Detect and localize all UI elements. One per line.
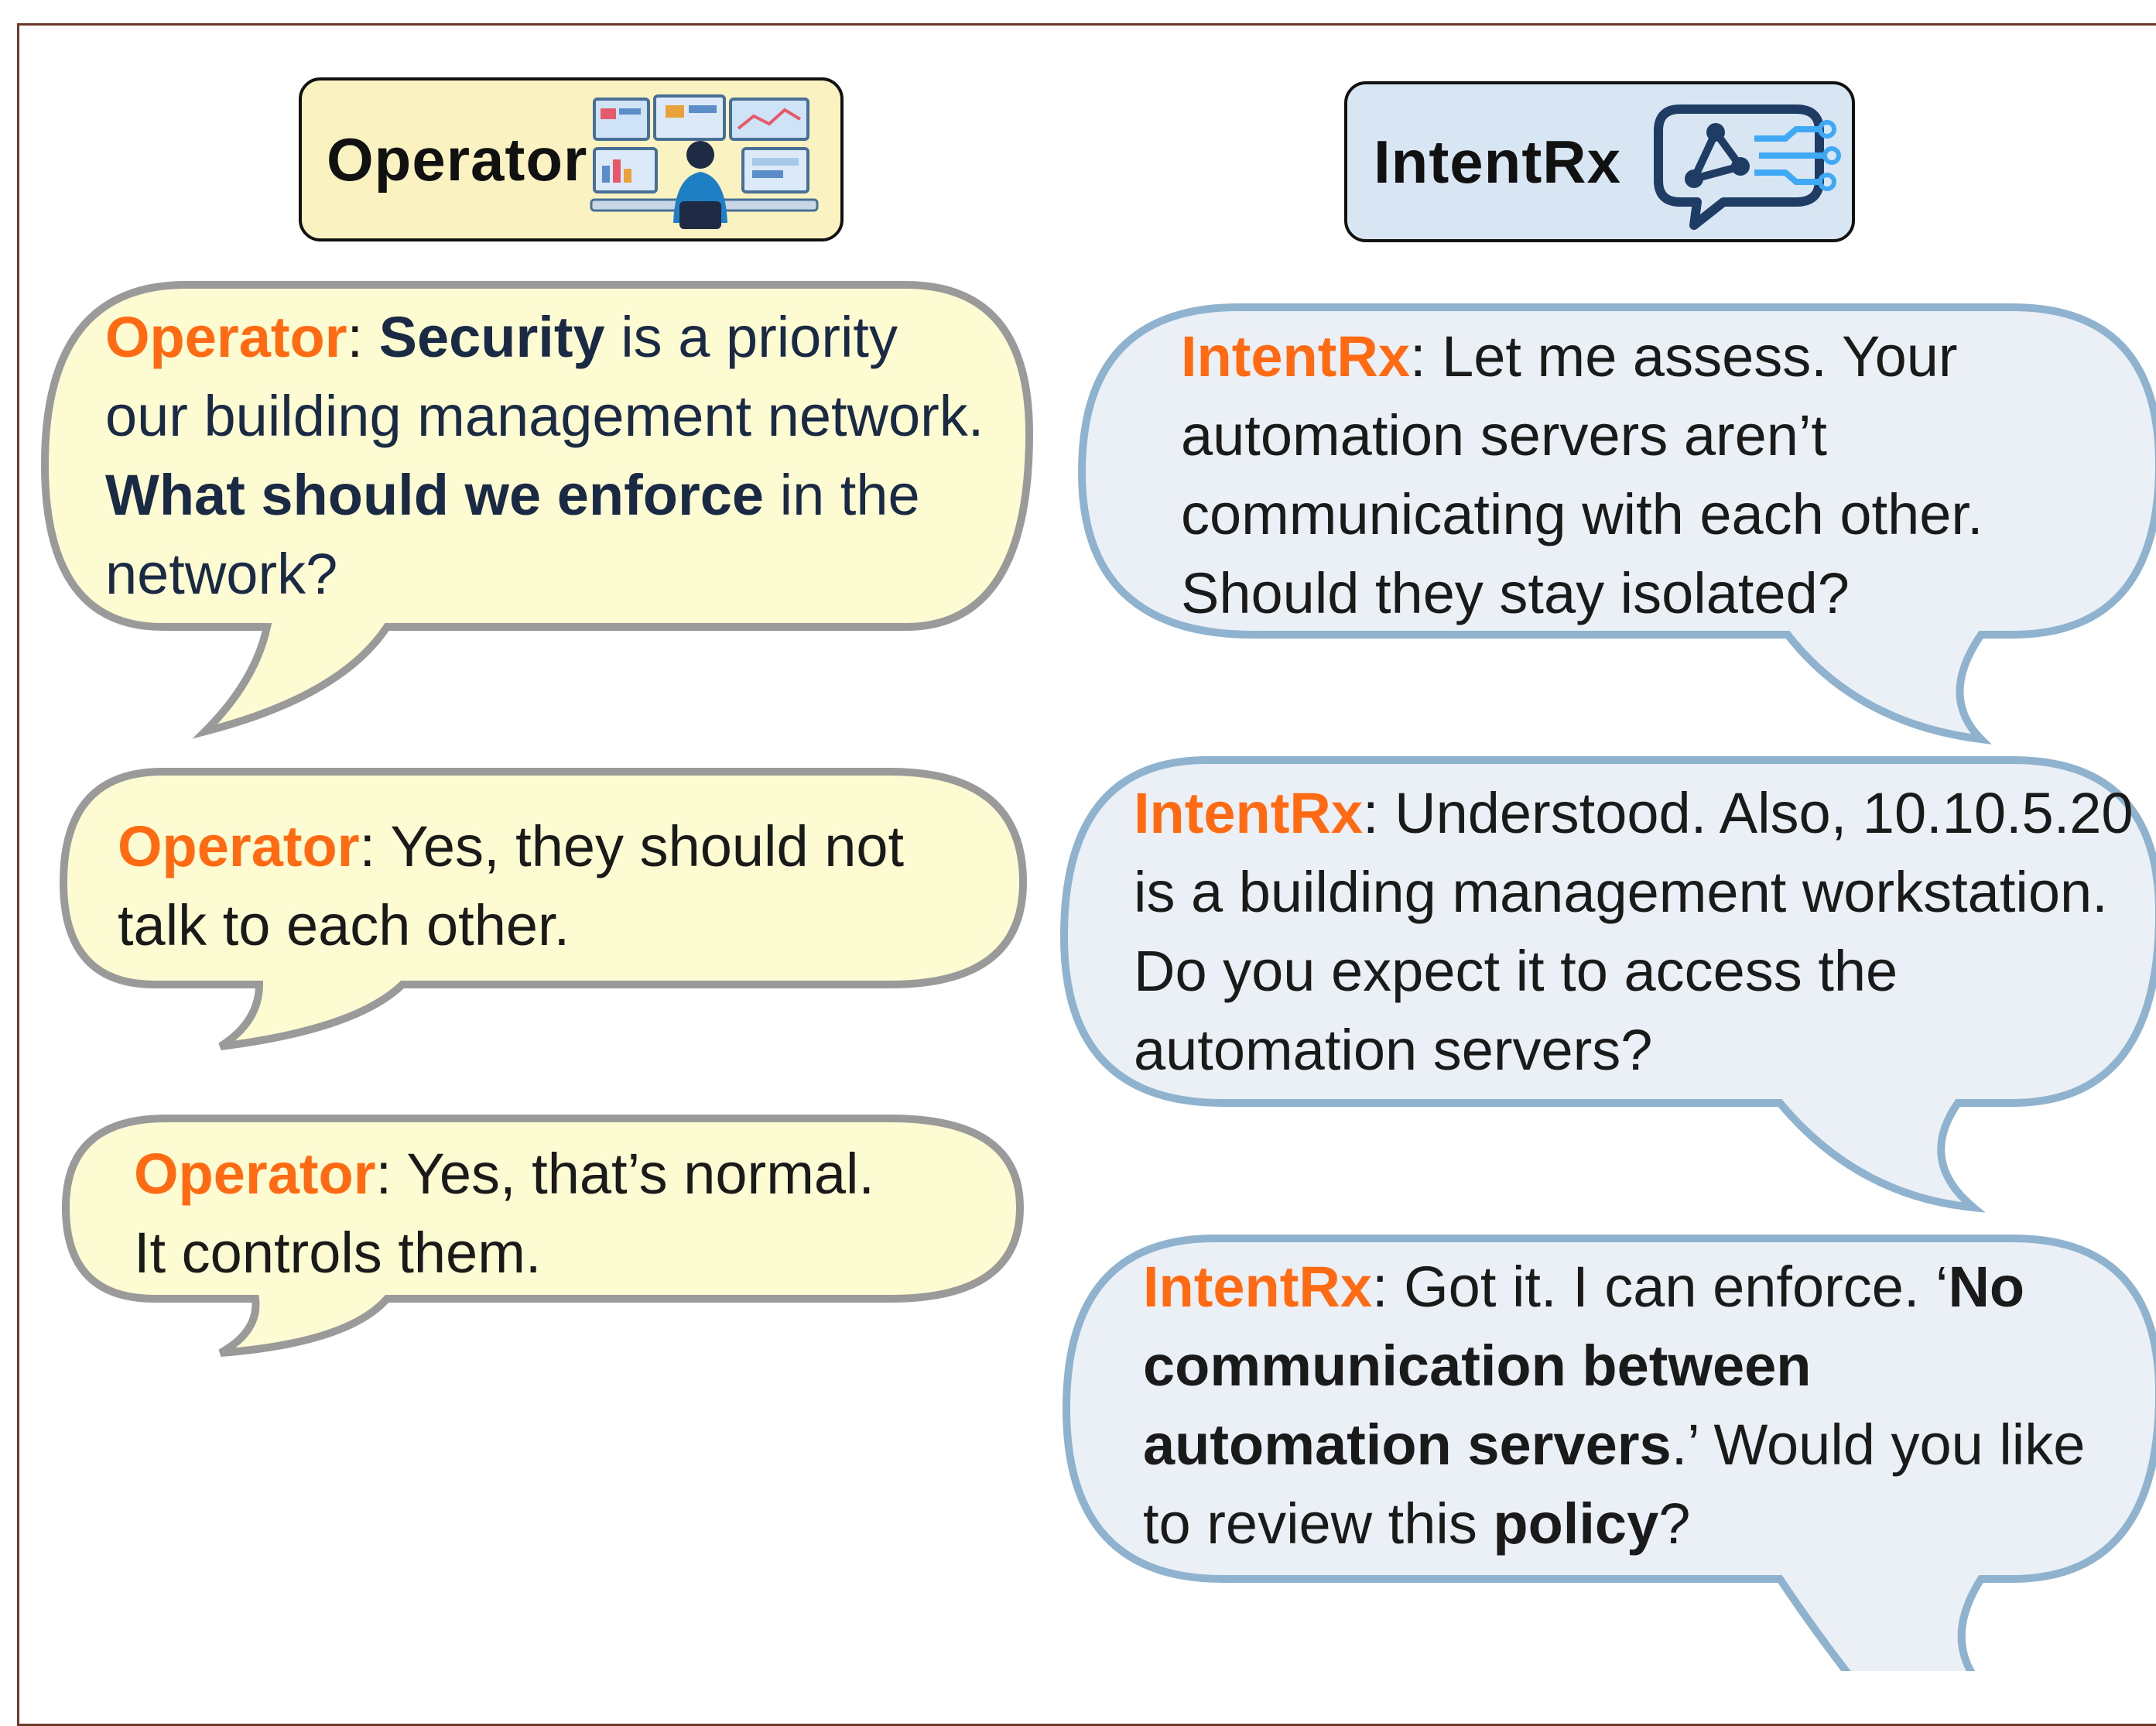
message-emphasis: policy: [1493, 1491, 1659, 1556]
intentrx-bubble-3: [1062, 1235, 2156, 1671]
speaker-separator: :: [1363, 781, 1395, 845]
operator-message-2: Operator: Yes, they should not talk to e…: [118, 807, 969, 965]
message-text: in the network?: [105, 463, 920, 606]
speaker-label: Operator: [118, 814, 360, 878]
speaker-label: IntentRx: [1181, 324, 1410, 389]
message-text: .’ Would you like to review this: [1143, 1413, 2086, 1556]
message-emphasis: What should we enforce: [105, 463, 765, 527]
speaker-label: IntentRx: [1134, 781, 1363, 845]
speaker-label: Operator: [105, 305, 347, 369]
speaker-separator: :: [347, 305, 379, 369]
intentrx-message-1: IntentRx: Let me assess. Your automation…: [1181, 317, 2125, 633]
intentrx-message-2: IntentRx: Understood. Also, 10.10.5.20 i…: [1134, 774, 2140, 1090]
speaker-separator: :: [375, 1142, 407, 1206]
speaker-label: Operator: [134, 1142, 376, 1206]
message-text: is a priority our building management ne…: [105, 305, 984, 448]
speech-bubbles: [40, 281, 2156, 1671]
message-emphasis: No communication between automation serv…: [1143, 1255, 2025, 1477]
message-text: Got it. I can enforce. ‘: [1404, 1255, 1949, 1319]
speaker-separator: :: [1410, 324, 1442, 389]
intentrx-header-title: IntentRx: [1374, 127, 1621, 196]
operator-header-title: Operator: [327, 125, 588, 193]
intentrx-header: IntentRx: [1344, 81, 1855, 242]
operator-monitoring-icon: [590, 94, 819, 229]
intentrx-bubble-1: [1077, 303, 2156, 745]
speaker-label: IntentRx: [1143, 1255, 1372, 1319]
speaker-separator: :: [1372, 1255, 1405, 1319]
intentrx-bubble-2: [1059, 756, 2156, 1213]
operator-bubble-1: [40, 281, 1034, 739]
operator-bubble-2: [59, 768, 1028, 1050]
message-text: ?: [1658, 1491, 1691, 1556]
operator-header: Operator: [299, 77, 844, 241]
message-text: Yes, they should not talk to each other.: [118, 814, 905, 957]
message-text: Understood. Also, 10.10.5.20 is a buildi…: [1134, 781, 2134, 1082]
message-text: Yes, that’s normal. It controls them.: [134, 1142, 874, 1285]
message-text: Let me assess. Your automation servers a…: [1181, 324, 1983, 625]
operator-bubble-3: [61, 1115, 1025, 1357]
operator-message-3: Operator: Yes, that’s normal. It control…: [134, 1135, 908, 1293]
message-emphasis: Security: [378, 305, 605, 369]
operator-message-1: Operator: Security is a priority our bui…: [105, 298, 995, 614]
speaker-separator: :: [359, 814, 391, 878]
intentrx-message-3: IntentRx: Got it. I can enforce. ‘No com…: [1143, 1248, 2110, 1563]
chat-network-icon: [1654, 104, 1841, 230]
